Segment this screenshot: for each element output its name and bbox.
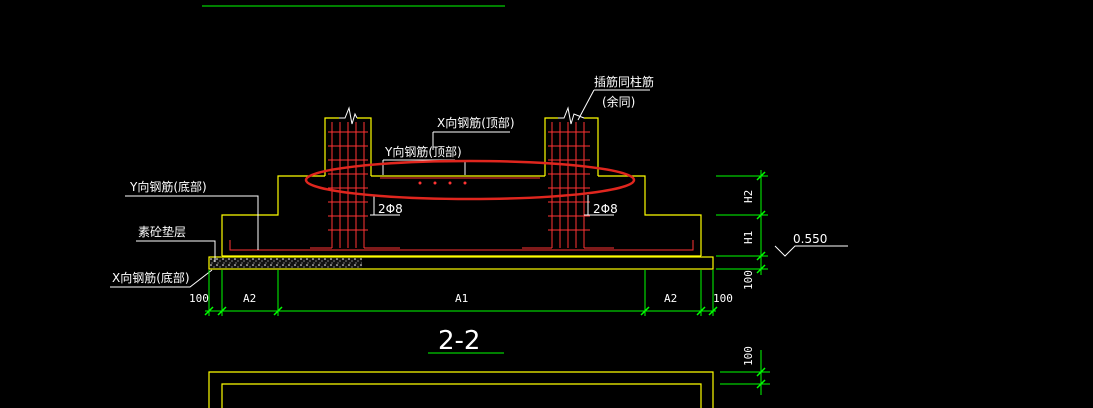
dim-100-vertical-bottom: 100 <box>742 346 755 366</box>
rebar-right-column <box>522 122 614 249</box>
elevation-marker <box>774 245 848 257</box>
dim-100-left: 100 <box>189 292 209 305</box>
dim-100-vertical: 100 <box>742 270 755 290</box>
label-y-bottom: Y向钢筋(底部) <box>129 179 207 194</box>
label-yutong: (余同) <box>602 94 635 109</box>
dimension-ticks <box>204 171 766 389</box>
rebar-footing <box>229 177 694 251</box>
lower-section-outline <box>208 371 714 408</box>
footing-outline <box>221 117 702 257</box>
dimension-lines <box>205 170 770 395</box>
dim-a1: A1 <box>455 292 468 305</box>
dim-a2-left: A2 <box>243 292 256 305</box>
leader-lines <box>110 89 650 288</box>
plain-concrete-pad <box>208 256 714 270</box>
dim-h1: H1 <box>742 231 755 244</box>
column-break-marks <box>339 106 585 125</box>
label-chajin: 插筋同柱筋 <box>594 74 654 89</box>
label-plain-concrete: 素砼垫层 <box>138 224 186 239</box>
label-stirrup-left: 2Φ8 <box>378 202 403 216</box>
elevation-value: 0.550 <box>793 232 827 246</box>
label-stirrup-right: 2Φ8 <box>593 202 618 216</box>
dim-100-right: 100 <box>713 292 733 305</box>
rebar-left-column <box>310 122 400 249</box>
label-x-top: X向钢筋(顶部) <box>437 115 515 130</box>
highlight-ellipse <box>304 159 636 201</box>
label-x-bottom: X向钢筋(底部) <box>112 270 190 285</box>
pad-hatch <box>210 258 362 268</box>
label-y-top: Y向钢筋(顶部) <box>384 144 462 159</box>
dim-a2-right: A2 <box>664 292 677 305</box>
section-title: 2-2 <box>438 326 480 356</box>
dim-h2: H2 <box>742 190 755 203</box>
